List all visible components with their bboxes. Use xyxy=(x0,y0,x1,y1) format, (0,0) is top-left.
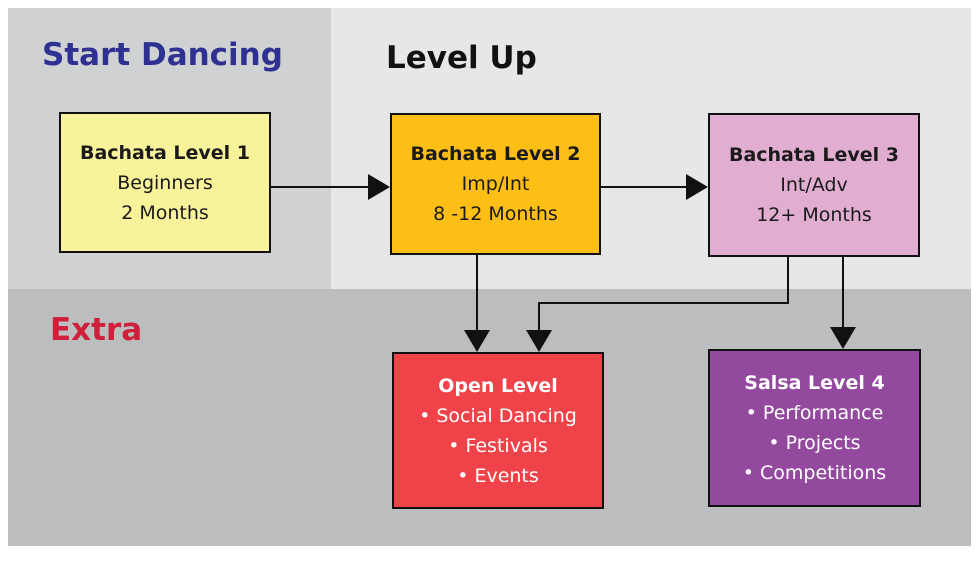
edge-level3-to-open xyxy=(538,257,789,330)
section-title-level-up: Level Up xyxy=(386,40,537,76)
node-bullet: • Projects xyxy=(768,432,861,454)
node-bachata-level-2: Bachata Level 2 Imp/Int 8 -12 Months xyxy=(390,113,601,255)
node-detail: 2 Months xyxy=(121,201,209,224)
node-title: Bachata Level 2 xyxy=(410,143,581,165)
node-bullet: • Performance xyxy=(745,402,884,424)
arrowhead-open-left xyxy=(464,330,490,352)
section-title-extra: Extra xyxy=(50,312,143,348)
node-title: Salsa Level 4 xyxy=(744,372,885,394)
node-detail: 12+ Months xyxy=(756,204,872,226)
node-salsa-level-4: Salsa Level 4 • Performance • Projects •… xyxy=(708,349,921,507)
node-bullet: • Social Dancing xyxy=(419,404,577,427)
node-detail: Beginners xyxy=(117,171,213,194)
node-detail: Imp/Int xyxy=(461,173,530,195)
node-bullet: • Competitions xyxy=(742,462,887,484)
arrowhead-level2 xyxy=(368,174,390,200)
node-bachata-level-3: Bachata Level 3 Int/Adv 12+ Months xyxy=(708,113,920,257)
node-title: Open Level xyxy=(438,374,558,397)
section-title-start-dancing: Start Dancing xyxy=(42,37,283,73)
node-bullet: • Festivals xyxy=(448,434,548,457)
node-title: Bachata Level 3 xyxy=(728,144,900,166)
node-bullet: • Events xyxy=(457,464,539,487)
arrowhead-salsa xyxy=(830,327,856,349)
arrowhead-open-right xyxy=(526,330,552,352)
node-bachata-level-1: Bachata Level 1 Beginners 2 Months xyxy=(59,112,271,253)
node-detail: 8 -12 Months xyxy=(433,203,558,225)
arrowhead-level3 xyxy=(686,174,708,200)
node-open-level: Open Level • Social Dancing • Festivals … xyxy=(392,352,604,509)
node-title: Bachata Level 1 xyxy=(79,141,251,164)
node-detail: Int/Adv xyxy=(780,174,848,196)
